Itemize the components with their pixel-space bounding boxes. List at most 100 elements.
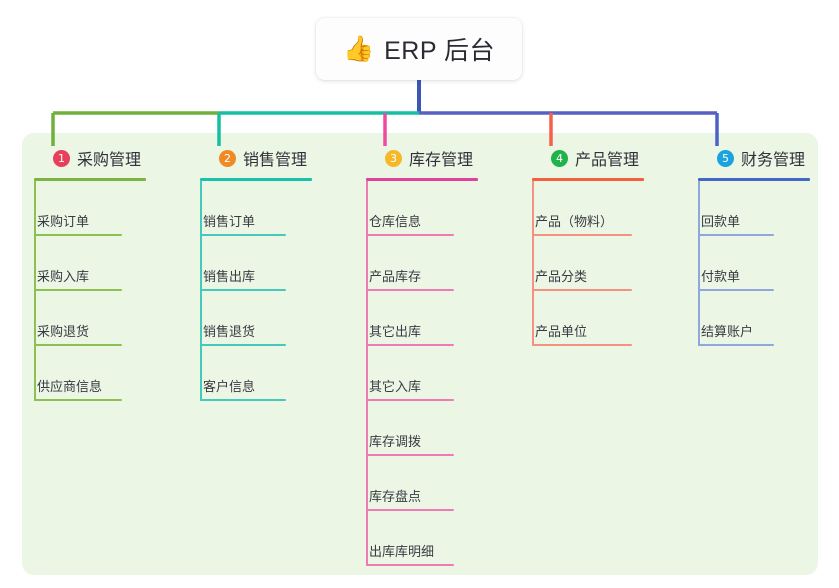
column-header-4[interactable]: 4 产品管理 <box>532 145 692 171</box>
leaf-underline <box>200 399 286 401</box>
leaf-item[interactable]: 库存调拨 <box>366 401 454 456</box>
leaf-label: 结算账户 <box>701 324 754 339</box>
content-panel <box>22 133 818 575</box>
leaf-underline <box>366 344 454 346</box>
leaf-item[interactable]: 采购订单 <box>34 181 122 236</box>
leaf-list-4: 产品（物料） 产品分类产品单位 <box>532 181 692 346</box>
column-underline-4 <box>532 178 644 181</box>
leaf-label: 销售退货 <box>203 324 256 339</box>
leaf-item[interactable]: 回款单 <box>698 181 774 236</box>
column-underline-1 <box>34 178 146 181</box>
column-badge-2: 2 <box>219 149 236 167</box>
leaf-item[interactable]: 其它入库 <box>366 346 454 401</box>
column-header-1[interactable]: 1 采购管理 <box>34 145 184 171</box>
leaf-item[interactable]: 销售出库 <box>200 236 286 291</box>
leaf-list-1: 采购订单采购入库采购退货供应商信息 <box>34 181 184 401</box>
column-underline-2 <box>200 178 312 181</box>
leaf-underline <box>532 344 632 346</box>
leaf-label: 回款单 <box>701 214 741 229</box>
leaf-item[interactable]: 付款单 <box>698 236 774 291</box>
leaf-label: 供应商信息 <box>37 379 103 394</box>
leaf-underline <box>698 344 774 346</box>
leaf-item[interactable]: 库存盘点 <box>366 456 454 511</box>
leaf-underline <box>366 509 454 511</box>
leaf-label: 销售订单 <box>203 214 256 229</box>
leaf-underline <box>34 344 122 346</box>
column-title-1: 采购管理 <box>77 152 142 169</box>
column-badge-3: 3 <box>385 149 402 167</box>
root-node[interactable]: 👍 ERP 后台 <box>316 18 522 80</box>
leaf-underline <box>200 234 286 236</box>
column-2: 2 销售管理销售订单销售出库销售退货客户信息 <box>200 145 350 401</box>
leaf-underline <box>200 344 286 346</box>
leaf-label: 客户信息 <box>203 379 256 394</box>
column-title-4: 产品管理 <box>575 152 640 169</box>
leaf-list-2: 销售订单销售出库销售退货客户信息 <box>200 181 350 401</box>
leaf-label: 仓库信息 <box>369 214 422 229</box>
leaf-label: 出库库明细 <box>369 544 435 559</box>
column-spine-3 <box>366 181 368 566</box>
leaf-underline <box>698 289 774 291</box>
leaf-label: 其它入库 <box>369 379 422 394</box>
leaf-label: 采购订单 <box>37 214 90 229</box>
leaf-item[interactable]: 仓库信息 <box>366 181 454 236</box>
column-header-3[interactable]: 3 库存管理 <box>366 145 516 171</box>
leaf-underline <box>532 289 632 291</box>
root-title: ERP 后台 <box>384 37 496 65</box>
thumbs-up-icon: 👍 <box>342 34 375 63</box>
leaf-underline <box>34 234 122 236</box>
leaf-label: 产品库存 <box>369 269 422 284</box>
leaf-item[interactable]: 采购入库 <box>34 236 122 291</box>
column-1: 1 采购管理采购订单采购入库采购退货供应商信息 <box>34 145 184 401</box>
leaf-underline <box>366 454 454 456</box>
leaf-list-3: 仓库信息产品库存其它出库其它入库库存调拨库存盘点出库库明细 <box>366 181 516 566</box>
leaf-label: 付款单 <box>701 269 741 284</box>
leaf-underline <box>698 234 774 236</box>
leaf-item[interactable]: 产品单位 <box>532 291 632 346</box>
column-title-5: 财务管理 <box>741 152 806 169</box>
leaf-item[interactable]: 销售订单 <box>200 181 286 236</box>
leaf-item[interactable]: 销售退货 <box>200 291 286 346</box>
leaf-label: 其它出库 <box>369 324 422 339</box>
leaf-label: 产品单位 <box>535 324 588 339</box>
leaf-list-5: 回款单付款单结算账户 <box>698 181 838 346</box>
leaf-item[interactable]: 供应商信息 <box>34 346 122 401</box>
leaf-label: 采购退货 <box>37 324 90 339</box>
leaf-underline <box>366 564 454 566</box>
column-underline-5 <box>698 178 810 181</box>
leaf-underline <box>34 399 122 401</box>
leaf-item[interactable]: 产品分类 <box>532 236 632 291</box>
leaf-label: 产品（物料） <box>535 214 614 229</box>
leaf-item[interactable]: 其它出库 <box>366 291 454 346</box>
column-3: 3 库存管理仓库信息产品库存其它出库其它入库库存调拨库存盘点出库库明细 <box>366 145 516 566</box>
leaf-label: 采购入库 <box>37 269 90 284</box>
leaf-label: 库存调拨 <box>369 434 422 449</box>
column-title-2: 销售管理 <box>243 152 308 169</box>
leaf-underline <box>366 234 454 236</box>
column-title-3: 库存管理 <box>409 152 474 169</box>
leaf-item[interactable]: 结算账户 <box>698 291 774 346</box>
column-spine-1 <box>34 181 36 401</box>
leaf-underline <box>200 289 286 291</box>
leaf-item[interactable]: 出库库明细 <box>366 511 454 566</box>
column-header-5[interactable]: 5 财务管理 <box>698 145 838 171</box>
column-4: 4 产品管理产品（物料） 产品分类产品单位 <box>532 145 692 346</box>
column-spine-4 <box>532 181 534 346</box>
leaf-item[interactable]: 采购退货 <box>34 291 122 346</box>
leaf-label: 销售出库 <box>203 269 256 284</box>
column-spine-2 <box>200 181 202 401</box>
leaf-underline <box>532 234 632 236</box>
column-badge-1: 1 <box>53 149 70 167</box>
leaf-underline <box>34 289 122 291</box>
leaf-label: 库存盘点 <box>369 489 422 504</box>
column-header-2[interactable]: 2 销售管理 <box>200 145 350 171</box>
column-badge-4: 4 <box>551 149 568 167</box>
column-spine-5 <box>698 181 700 346</box>
leaf-item[interactable]: 产品（物料） <box>532 181 632 236</box>
column-5: 5 财务管理回款单付款单结算账户 <box>698 145 838 346</box>
leaf-item[interactable]: 客户信息 <box>200 346 286 401</box>
leaf-item[interactable]: 产品库存 <box>366 236 454 291</box>
column-underline-3 <box>366 178 478 181</box>
column-badge-5: 5 <box>717 149 734 167</box>
